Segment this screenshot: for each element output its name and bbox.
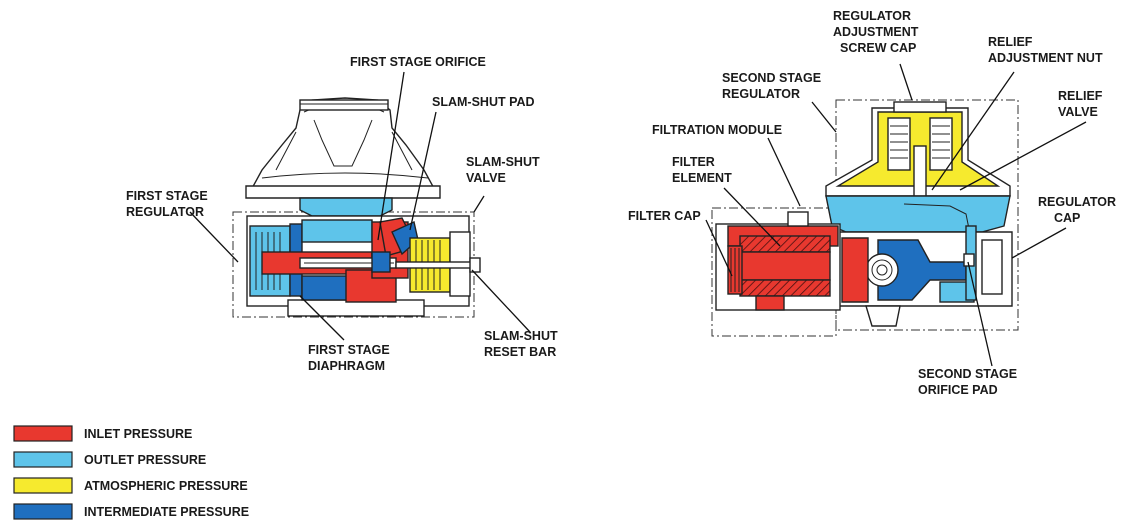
leader-lines <box>189 63 1087 367</box>
label-regulator-adjustment-screw-cap-line2: ADJUSTMENT <box>833 25 919 39</box>
regulator-adjustment-screw-cap <box>893 101 947 113</box>
label-filter-element: FILTER <box>672 155 715 169</box>
label-slam-shut-valve: SLAM-SHUT <box>466 155 540 169</box>
second-stage-assembly <box>711 99 1019 337</box>
legend-label-outlet: OUTLET PRESSURE <box>84 453 206 467</box>
filter-element <box>739 235 831 253</box>
label-relief-adjustment-nut: RELIEF <box>988 35 1033 49</box>
legend-swatch-outlet <box>13 451 73 468</box>
legend-swatch-inlet <box>13 425 73 442</box>
label-regulator-adjustment-screw-cap: REGULATOR <box>833 9 911 23</box>
label-second-stage-regulator: SECOND STAGE <box>722 71 821 85</box>
label-relief-valve-line2: VALVE <box>1058 105 1098 119</box>
label-regulator-adjustment-screw-cap-line3: SCREW CAP <box>840 41 916 55</box>
label-regulator-cap-line2: CAP <box>1054 211 1080 225</box>
first-stage-outlet-chamber <box>299 197 393 217</box>
slam-shut-reset-bar <box>395 261 477 269</box>
label-slam-shut-reset-bar-line2: RESET BAR <box>484 345 556 359</box>
label-slam-shut-reset-bar: SLAM-SHUT <box>484 329 558 343</box>
label-first-stage-regulator-line2: REGULATOR <box>126 205 204 219</box>
label-filter-cap: FILTER CAP <box>628 209 701 223</box>
label-relief-adjustment-nut-line2: ADJUSTMENT NUT <box>988 51 1103 65</box>
label-first-stage-regulator: FIRST STAGE <box>126 189 208 203</box>
label-slam-shut-pad: SLAM-SHUT PAD <box>432 95 535 109</box>
label-second-stage-regulator-line2: REGULATOR <box>722 87 800 101</box>
label-slam-shut-valve-line2: VALVE <box>466 171 506 185</box>
second-stage-outlet-chamber <box>825 195 1011 233</box>
label-relief-valve: RELIEF <box>1058 89 1103 103</box>
label-filter-element-line2: ELEMENT <box>672 171 732 185</box>
legend-swatch-intermediate <box>13 503 73 520</box>
pressure-legend: INLET PRESSURE OUTLET PRESSURE ATMOSPHERIC… <box>13 425 249 520</box>
legend-label-inlet: INLET PRESSURE <box>84 427 192 441</box>
label-second-stage-orifice-pad: SECOND STAGE <box>918 367 1017 381</box>
label-filtration-module: FILTRATION MODULE <box>652 123 782 137</box>
first-stage-assembly <box>232 97 481 318</box>
legend-label-intermediate: INTERMEDIATE PRESSURE <box>84 505 249 519</box>
callout-labels: FIRST STAGE ORIFICE SLAM-SHUT PAD SLAM-S… <box>126 9 1116 397</box>
first-stage-diaphragm-casing <box>245 185 441 199</box>
label-regulator-cap: REGULATOR <box>1038 195 1116 209</box>
label-first-stage-orifice: FIRST STAGE ORIFICE <box>350 55 486 69</box>
legend-label-atmospheric: ATMOSPHERIC PRESSURE <box>84 479 248 493</box>
label-second-stage-orifice-pad-line2: ORIFICE PAD <box>918 383 998 397</box>
first-stage-bonnet <box>248 97 438 193</box>
label-first-stage-diaphragm-line2: DIAPHRAGM <box>308 359 385 373</box>
label-first-stage-diaphragm: FIRST STAGE <box>308 343 390 357</box>
legend-swatch-atmospheric <box>13 477 73 494</box>
